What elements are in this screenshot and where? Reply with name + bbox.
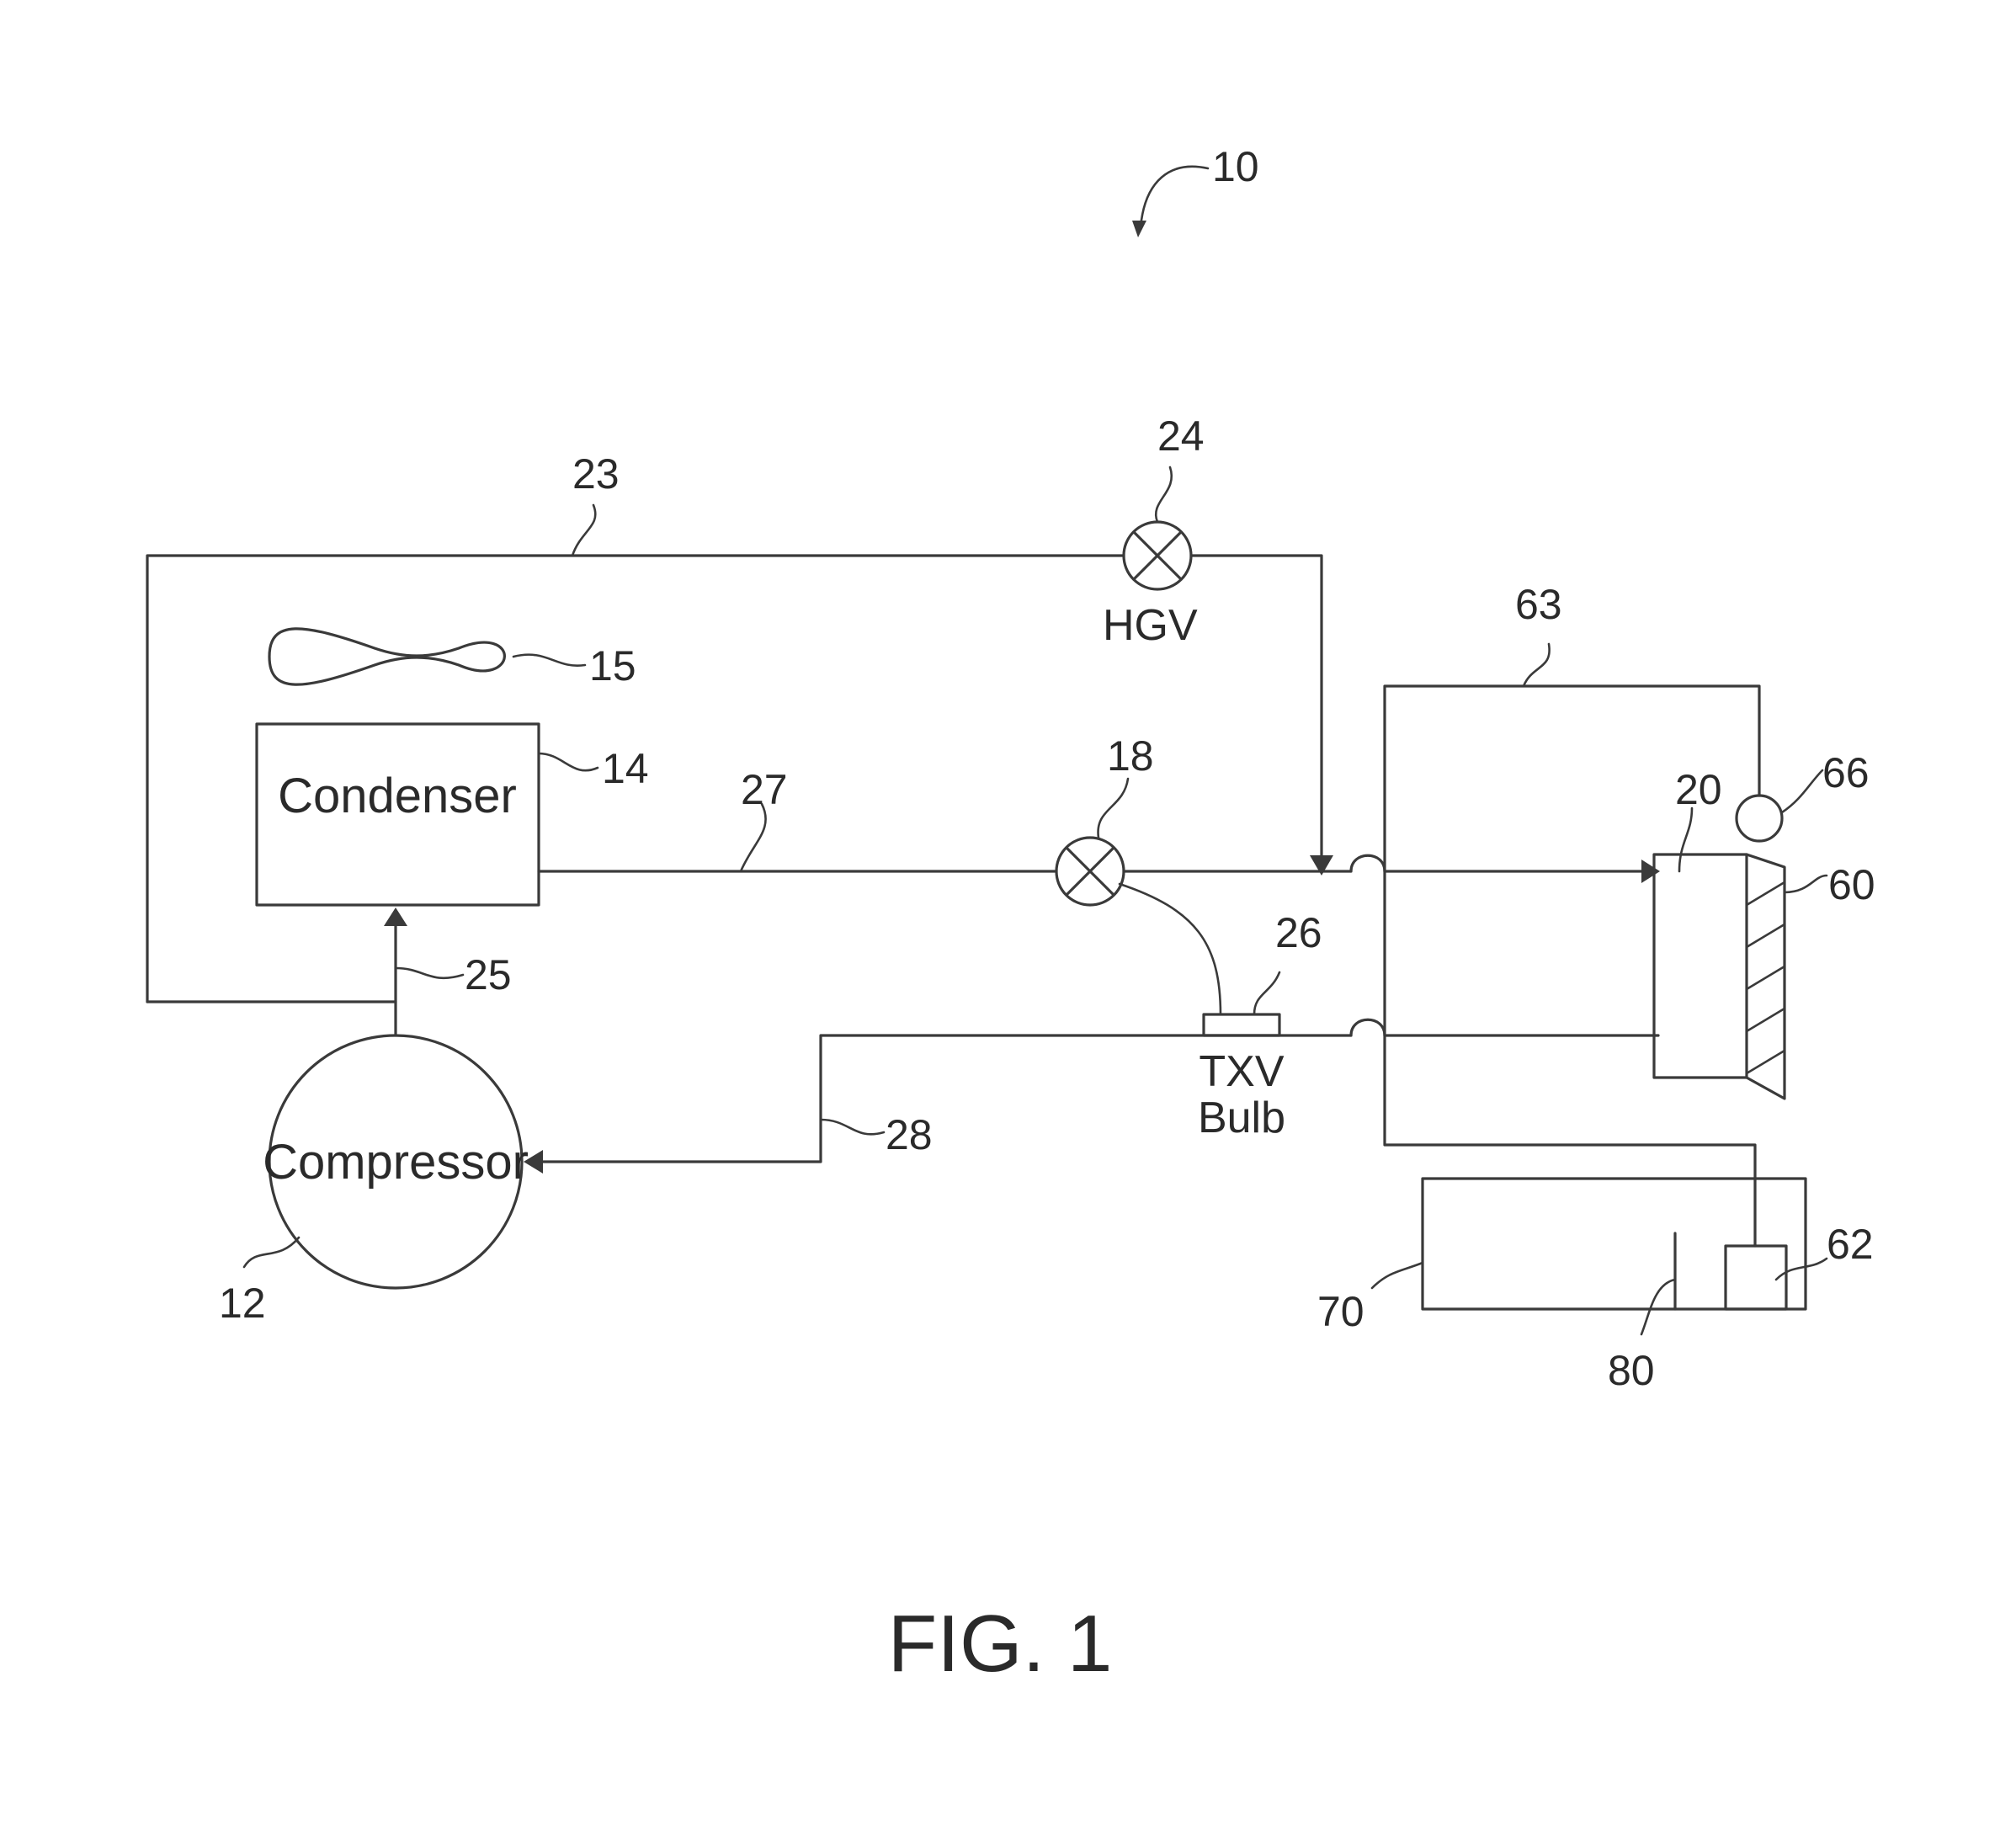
evaporator-ref: 20 (1675, 766, 1722, 813)
hot-gas-line-leader (572, 505, 595, 556)
wiring-63: 63 (1385, 581, 1759, 1246)
system-ref: 10 (1212, 143, 1259, 190)
element-80-leader (1641, 1280, 1675, 1334)
txv-bulb-ref: 26 (1275, 909, 1322, 956)
suction-line-ref: 28 (886, 1111, 933, 1158)
sensor-66: 66 (1737, 749, 1870, 841)
fin-line-3 (1747, 966, 1785, 989)
element-80-ref: 80 (1608, 1347, 1655, 1394)
wiring-63-leader (1524, 644, 1550, 686)
fin-line-1 (1747, 882, 1785, 905)
fin-line-4 (1747, 1009, 1785, 1031)
compressor-ref: 12 (219, 1280, 266, 1327)
liquid-line-ref: 27 (741, 766, 788, 813)
condenser-fan-ref: 15 (589, 642, 636, 689)
compressor-leader (244, 1238, 299, 1267)
hot-gas-line-ref: 23 (572, 450, 620, 498)
fan-icon (269, 629, 504, 684)
suction-line-leader (821, 1120, 884, 1134)
compressor-label: Compressor (263, 1135, 529, 1190)
figure-title: FIG. 1 (888, 1599, 1113, 1689)
evaporator-fins-leader (1785, 876, 1827, 892)
condenser-fan: 15 (269, 629, 636, 689)
sensor-62-leader (1776, 1259, 1827, 1280)
system-leader (1141, 167, 1208, 227)
txv-bulb-label-line1: TXV (1199, 1047, 1284, 1096)
suction-line: 28 (524, 1019, 1658, 1174)
valve-outlet-arrowhead (1641, 860, 1660, 883)
hot-gas-line-right (1191, 556, 1322, 867)
discharge-line-ref: 25 (465, 951, 512, 998)
hot-gas-line: 23 (147, 450, 1333, 1002)
txv-bulb: 26 TXV Bulb (1198, 909, 1322, 1142)
sensor-62-ref: 62 (1827, 1221, 1874, 1268)
evaporator-box (1654, 854, 1747, 1078)
compressor: Compressor 12 (219, 1035, 529, 1327)
discharge-line-leader (396, 968, 463, 978)
controller: 70 80 62 (1317, 1179, 1874, 1394)
controller-leader (1372, 1263, 1423, 1288)
hot-gas-valve-leader (1156, 467, 1172, 522)
expansion-valve-ref: 18 (1107, 732, 1154, 780)
fin-line-5 (1747, 1051, 1785, 1073)
sensor-66-circle (1737, 796, 1782, 841)
evaporator-leader (1679, 808, 1692, 871)
sensor-66-ref: 66 (1822, 749, 1870, 796)
controller-ref: 70 (1317, 1288, 1364, 1335)
liquid-line-leader (741, 804, 766, 871)
fin-line-2 (1747, 924, 1785, 947)
expansion-valve-leader (1098, 779, 1128, 838)
valve-outlet-crossover (1351, 855, 1385, 871)
condenser-fan-leader (513, 655, 585, 666)
txv-bulb-body (1204, 1014, 1279, 1035)
expansion-valve: 18 (1056, 732, 1660, 1014)
txv-capillary (1120, 884, 1221, 1014)
suction-line-crossover (1351, 1019, 1385, 1035)
controller-box (1423, 1179, 1806, 1309)
condenser-label: Condenser (278, 769, 517, 823)
txv-bulb-label-line2: Bulb (1198, 1094, 1285, 1142)
wiring-63-ref: 63 (1515, 581, 1562, 628)
evaporator-fins-ref: 60 (1828, 861, 1875, 908)
system-reference: 10 (1132, 143, 1259, 237)
wiring-63-lower (1385, 1035, 1755, 1246)
txv-bulb-leader (1254, 972, 1279, 1014)
hot-gas-valve: 24 HGV (1103, 413, 1205, 650)
condenser-ref: 14 (602, 745, 649, 792)
discharge-line-arrowhead (384, 908, 407, 926)
condenser: Condenser 14 (257, 724, 649, 905)
condenser-leader (539, 753, 598, 770)
system-leader-arrowhead (1132, 221, 1146, 237)
discharge-line: 25 (147, 908, 512, 1035)
sensor-66-leader (1782, 770, 1822, 812)
hot-gas-valve-ref: 24 (1157, 413, 1205, 460)
hot-gas-valve-label: HGV (1103, 601, 1198, 650)
evaporator: 20 60 (1654, 766, 1875, 1099)
